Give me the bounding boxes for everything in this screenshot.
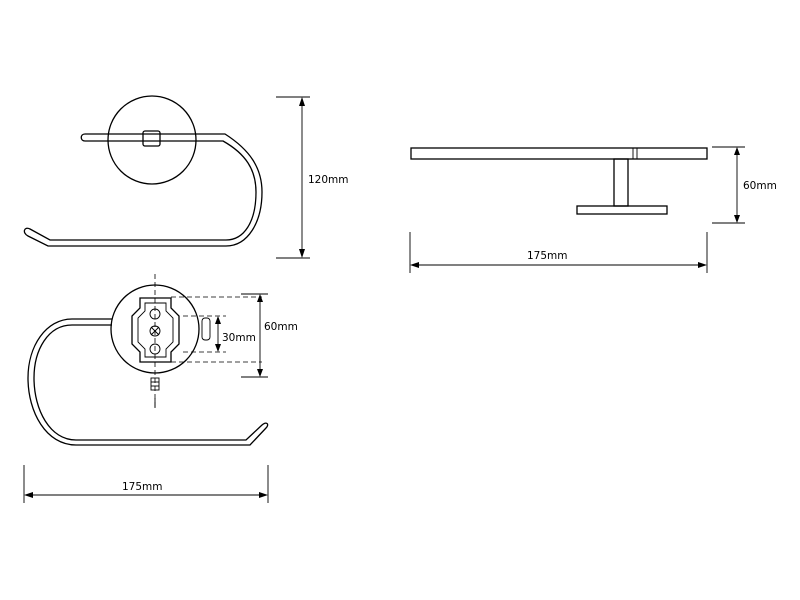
top-width-label: 175mm bbox=[122, 481, 163, 493]
top-holder-bar bbox=[27, 318, 269, 446]
front-hub bbox=[142, 130, 161, 147]
side-base-plate bbox=[576, 205, 668, 215]
front-wall-plate bbox=[107, 95, 197, 185]
center-screw-icon bbox=[149, 325, 161, 337]
top-screw-icon bbox=[149, 308, 161, 320]
side-view: 60mm 175mm bbox=[409, 146, 777, 273]
side-width-label: 175mm bbox=[527, 250, 568, 262]
top-view: 30mm 60mm 175mm bbox=[23, 274, 298, 503]
slot-width-label: 30mm bbox=[222, 332, 256, 344]
side-height-label: 60mm bbox=[743, 180, 777, 192]
plate-diameter-label: 60mm bbox=[264, 321, 298, 333]
bottom-screw-icon bbox=[149, 343, 161, 355]
side-bar bbox=[410, 147, 708, 160]
side-post bbox=[613, 158, 629, 207]
top-wall-plate bbox=[110, 284, 200, 374]
front-view: 120mm bbox=[23, 95, 349, 259]
front-height-label: 120mm bbox=[308, 174, 349, 186]
front-holder-bar bbox=[23, 133, 263, 247]
